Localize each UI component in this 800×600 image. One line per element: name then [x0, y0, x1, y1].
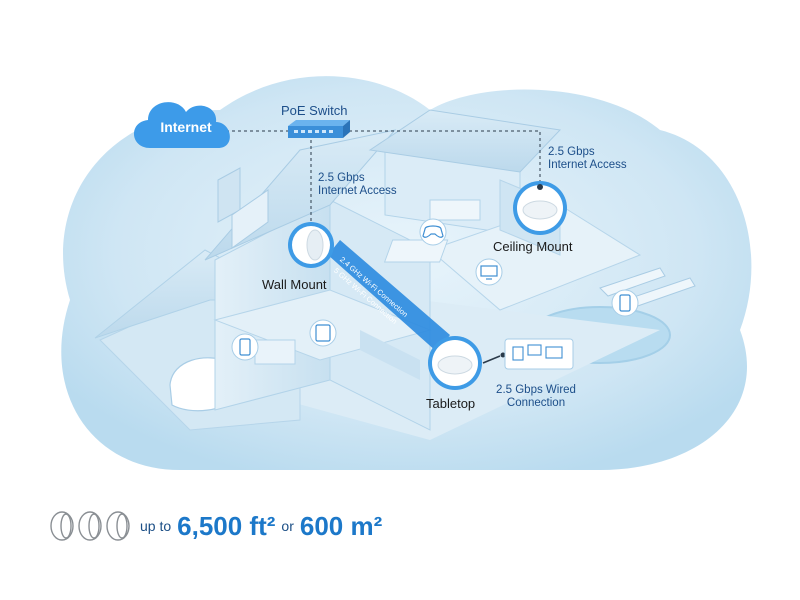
poe-switch-label: PoE Switch — [281, 103, 348, 118]
ceiling-link-speed: 2.5 Gbps — [548, 146, 595, 158]
wired-line — [482, 355, 501, 364]
sofa — [429, 199, 481, 221]
tablet-icon — [309, 319, 337, 347]
back-roof — [368, 109, 562, 173]
tv-icon — [475, 258, 503, 286]
cable-lines — [220, 130, 541, 222]
coverage-imperial: 6,500 ft² — [177, 510, 276, 541]
access-point-icon — [513, 181, 567, 235]
access-point-icon — [288, 222, 334, 268]
wall-link-desc: Internet Access — [318, 185, 397, 197]
wired-link-caption: 2.5 Gbps Wired Connection — [488, 384, 584, 410]
lounger-1 — [599, 267, 666, 297]
wifi-band — [328, 240, 450, 352]
tabletop-label: Tabletop — [426, 396, 476, 411]
wired-link-speed: 2.5 Gbps Wired — [496, 384, 576, 396]
coverage-metric: 600 m² — [299, 510, 383, 541]
cloud-icon — [133, 102, 230, 148]
coverage-devices-icon — [50, 511, 130, 541]
bed — [383, 239, 449, 263]
wall-link-speed: 2.5 Gbps — [318, 172, 365, 184]
ceiling-mount-label: Ceiling Mount — [493, 239, 573, 254]
coverage-connector: or — [281, 518, 294, 534]
devices-icon — [504, 338, 574, 370]
dormer — [231, 189, 269, 249]
internet-label: Internet — [160, 119, 212, 135]
wired-link-desc: Connection — [506, 397, 566, 409]
phone-icon — [231, 333, 259, 361]
access-point-icon — [428, 336, 482, 390]
ceiling-link-desc: Internet Access — [548, 159, 627, 171]
stairs — [360, 330, 420, 380]
wall-mount-label: Wall Mount — [262, 277, 327, 292]
coverage-prefix: up to — [140, 518, 172, 534]
ceiling-link-caption: 2.5 Gbps Internet Access — [548, 146, 643, 172]
gamepad-icon — [419, 218, 447, 246]
cabinet — [254, 339, 296, 365]
switch-icon — [288, 120, 350, 138]
phone-icon — [611, 289, 639, 317]
coverage-footer: up to 6,500 ft² or 600 m² — [136, 506, 382, 546]
wall-link-caption: 2.5 Gbps Internet Access — [318, 172, 408, 198]
